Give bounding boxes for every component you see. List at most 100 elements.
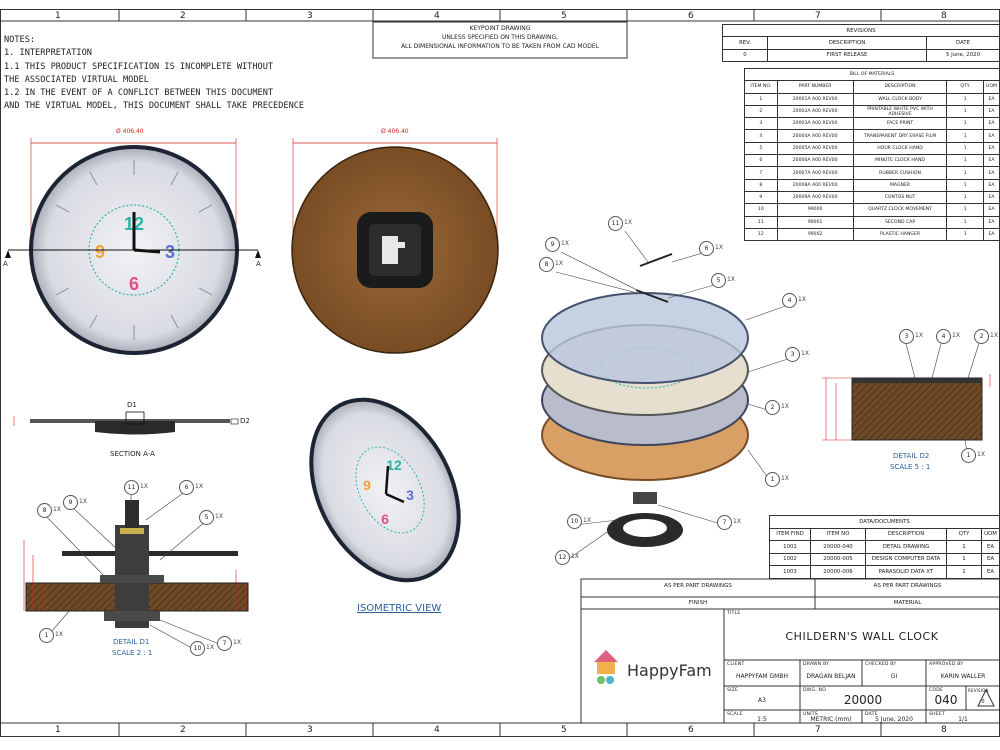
keypoint-line-2: ALL DIMENSIONAL INFORMATION TO BE TAKEN … <box>400 43 600 50</box>
balloon-qty: 1X <box>140 483 148 490</box>
bom-cell: EA <box>983 166 1000 180</box>
front-diameter-label: Ø 406.40 <box>116 128 144 135</box>
bom-cell: EA <box>983 129 1000 143</box>
balloon-detail_d1: 9 <box>63 495 78 510</box>
dd-cell: EA <box>981 552 1000 566</box>
balloon-exploded: 2 <box>765 400 780 415</box>
ruler-col-8: 8 <box>941 11 948 21</box>
balloon-exploded: 7 <box>717 515 732 530</box>
balloon-number: 10 <box>570 518 579 525</box>
balloon-number: 11 <box>127 484 136 491</box>
ruler-col-3: 3 <box>307 11 314 21</box>
ruler-col-4: 4 <box>434 11 441 21</box>
bom-cell: 20005A A00 REV00 <box>776 141 854 156</box>
dd-cell: EA <box>981 540 1000 554</box>
svg-text:9: 9 <box>363 477 371 493</box>
notes-line-4: 1.2 IN THE EVENT OF A CONFLICT BETWEEN T… <box>4 88 274 99</box>
bom-cell: 1 <box>946 104 985 119</box>
bom-cell: 1 <box>946 178 985 192</box>
notes-line-2: 1.1 THIS PRODUCT SPECIFICATION IS INCOMP… <box>4 61 274 72</box>
balloon-number: 3 <box>790 351 795 358</box>
tb-sheet-label: SHEET <box>929 712 945 717</box>
title-block-grid <box>580 578 1000 724</box>
dd-cell: DESIGN COMPUTER DATA <box>865 552 947 566</box>
dd-cell: 1003 <box>769 565 811 579</box>
tb-client: HAPPYFAM GMBH <box>736 673 788 680</box>
tb-units-label: UNITS <box>803 712 818 717</box>
bom-cell: 1 <box>946 190 985 205</box>
tb-sheet: 1/1 <box>958 716 968 723</box>
tb-finish: FINISH <box>688 600 708 606</box>
bom-cell: MINUTE CLOCK HAND <box>852 154 948 168</box>
dd-cell: 20000-006 <box>810 565 866 579</box>
tb-client-label: CLIENT <box>727 662 745 667</box>
tb-approved-label: APPROVED BY <box>929 662 964 667</box>
balloon-number: 4 <box>941 333 946 340</box>
front-numeral-6: 6 <box>129 274 139 294</box>
ruler-bottom-col-4: 4 <box>434 725 441 735</box>
section-d2-marker: D2 <box>240 417 250 425</box>
bom-cell: 1 <box>946 166 985 180</box>
balloon-qty: 1X <box>583 517 591 524</box>
isometric-view-clock: 12 3 6 9 <box>309 397 461 583</box>
bom-cell: EA <box>983 190 1000 205</box>
bom-cell: FACE PRINT <box>852 117 948 131</box>
balloon-exploded: 6 <box>699 241 714 256</box>
balloon-number: 6 <box>184 484 189 491</box>
section-d1-marker: D1 <box>127 401 137 409</box>
balloon-qty: 1X <box>195 483 203 490</box>
balloon-qty: 1X <box>55 631 63 638</box>
tb-left-top: AS PER PART DRAWINGS <box>664 583 732 589</box>
revisions-cell: 5 June, 2020 <box>926 48 1000 62</box>
keypoint-title: KEYPOINT DRAWING <box>469 25 531 32</box>
bom-cell: 1 <box>946 215 985 229</box>
balloon-number: 9 <box>550 241 555 248</box>
bom-cell: RUBBER CUSHION <box>852 166 948 180</box>
svg-text:6: 6 <box>381 511 389 527</box>
bom-cell: 20007A A00 REV00 <box>776 166 854 180</box>
balloon-qty: 1X <box>79 498 87 505</box>
bom-title: BILL OF MATERIALS <box>744 67 1000 82</box>
balloon-number: 7 <box>722 519 727 526</box>
bom-cell: PRINTABLE WHITE PVC WITH ADHESIVE <box>852 104 948 119</box>
keypoint-box <box>372 21 628 59</box>
bom-cell: TRANSPARENT DRY ERASE FILM <box>852 129 948 143</box>
dd-cell: 1001 <box>769 540 811 554</box>
tb-date-label: DATE <box>865 712 878 717</box>
balloon-exploded: 3 <box>785 347 800 362</box>
dd-header: ITEM FIND <box>769 527 811 541</box>
notes-line-0: NOTES: <box>4 35 36 45</box>
back-diameter-label: Ø 406.40 <box>381 128 409 135</box>
tb-scale-label: SCALE <box>727 712 743 717</box>
balloon-number: 8 <box>544 261 549 268</box>
bom-cell: EA <box>983 141 1000 156</box>
tb-checked-label: CHECKED BY <box>865 662 897 667</box>
balloon-detail_d2: 2 <box>974 329 989 344</box>
notes-block: NOTES: 1. INTERPRETATION 1.1 THIS PRODUC… <box>4 34 304 114</box>
bom-cell: 20008A A00 REV00 <box>776 178 854 192</box>
bom-cell: EA <box>983 104 1000 119</box>
bom-cell: 1 <box>946 129 985 143</box>
balloon-qty: 1X <box>733 518 741 525</box>
balloon-exploded: 4 <box>782 293 797 308</box>
ruler-bottom-col-7: 7 <box>815 725 822 735</box>
balloon-qty: 1X <box>781 403 789 410</box>
ruler-bottom-col-3: 3 <box>307 725 314 735</box>
balloon-number: 9 <box>68 499 73 506</box>
bom-cell: 20002A A00 REV00 <box>776 104 854 119</box>
balloon-detail_d1: 10 <box>190 641 205 656</box>
balloon-detail_d2: 3 <box>899 329 914 344</box>
tb-title-label: TITLE <box>727 611 741 616</box>
balloon-exploded: 1 <box>765 472 780 487</box>
dd-header: UOM <box>981 527 1000 541</box>
balloon-qty: 1X <box>571 553 579 560</box>
bom-header: UOM <box>983 80 1000 94</box>
